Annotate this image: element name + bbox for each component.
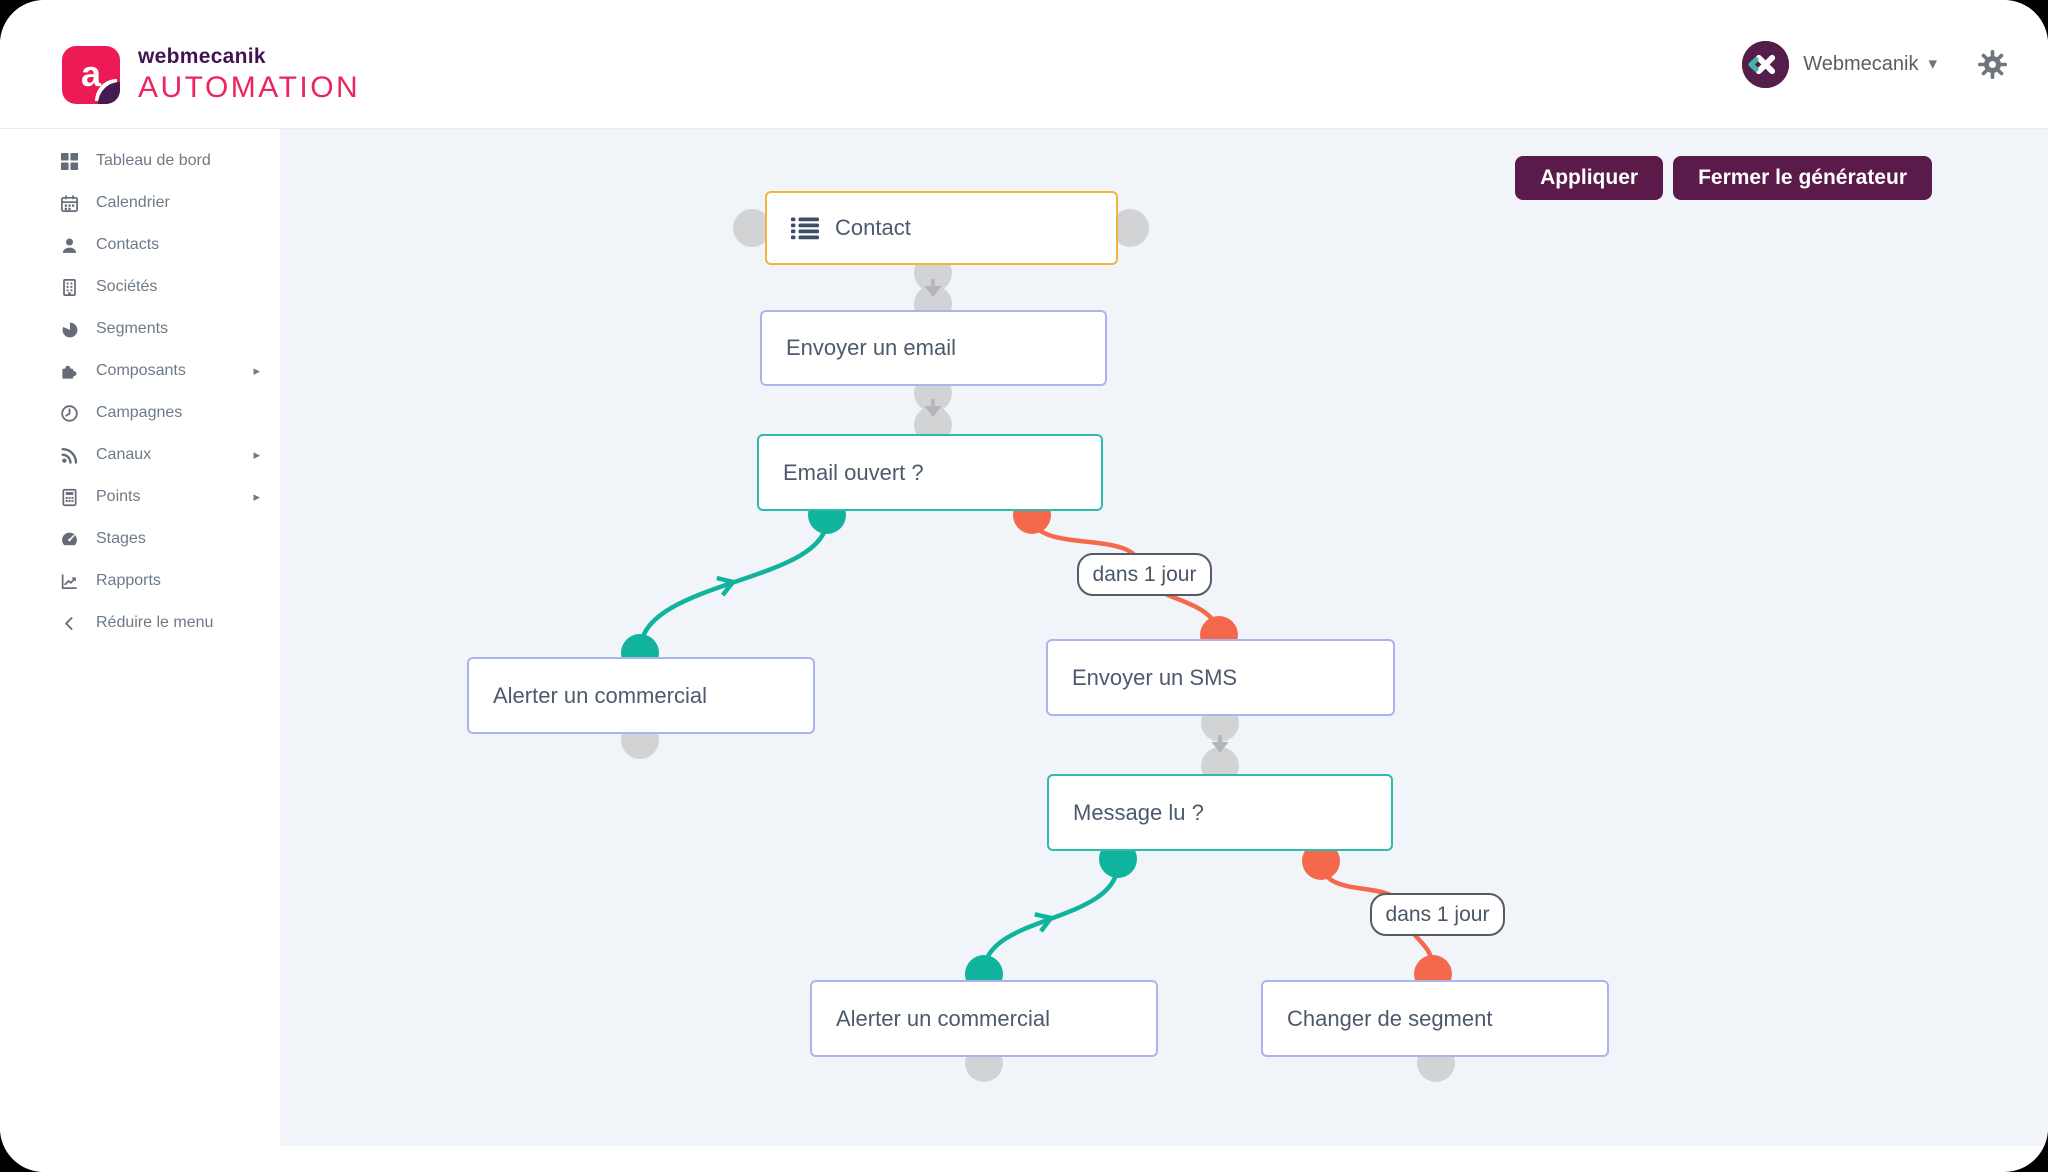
node-send-email[interactable]: Envoyer un email xyxy=(760,310,1107,386)
rss-icon xyxy=(59,445,79,465)
clock-icon xyxy=(59,403,79,423)
dashboard-icon xyxy=(59,151,79,171)
settings-gear-icon[interactable] xyxy=(1977,49,2008,80)
sidebar-item-label: Sociétés xyxy=(96,278,158,295)
node-label: Contact xyxy=(835,215,911,240)
sidebar-item-tableau-de-bord[interactable]: Tableau de bord xyxy=(0,140,280,182)
chart-line-icon xyxy=(59,571,79,591)
app-header: a webmecanik AUTOMATION Webmecanik ▾ xyxy=(0,0,2048,129)
chevron-right-icon: ▸ xyxy=(253,363,260,378)
brand-product: AUTOMATION xyxy=(138,71,361,104)
node-label: Envoyer un email xyxy=(786,335,956,360)
sidebar-item-label: Rapports xyxy=(96,572,161,589)
user-menu[interactable]: Webmecanik ▾ xyxy=(1742,40,1937,88)
sidebar-item-rapports[interactable]: Rapports xyxy=(0,560,280,602)
sidebar: Tableau de bord Calendrier Contacts Soci… xyxy=(0,129,280,1172)
node-label: Alerter un commercial xyxy=(836,1005,1050,1031)
edge-label-delay-1[interactable]: dans 1 jour xyxy=(1077,553,1212,596)
edge-label-text: dans 1 jour xyxy=(1385,902,1490,926)
sidebar-item-contacts[interactable]: Contacts xyxy=(0,224,280,266)
sidebar-item-campagnes[interactable]: Campagnes xyxy=(0,392,280,434)
sidebar-item-label: Stages xyxy=(96,530,146,547)
brand-logo-fold xyxy=(98,82,120,104)
building-icon xyxy=(59,277,79,297)
pie-chart-icon xyxy=(59,319,79,339)
sidebar-item-canaux[interactable]: Canaux ▸ xyxy=(0,434,280,476)
node-email-opened[interactable]: Email ouvert ? xyxy=(757,434,1103,511)
brand-logo-letter: a xyxy=(80,52,102,94)
sidebar-item-label: Tableau de bord xyxy=(96,152,211,169)
user-icon xyxy=(59,235,79,255)
node-alert-sales-1[interactable]: Alerter un commercial xyxy=(467,657,815,734)
node-message-read[interactable]: Message lu ? xyxy=(1047,774,1393,851)
node-alert-sales-2[interactable]: Alerter un commercial xyxy=(810,980,1158,1057)
brand-name: webmecanik xyxy=(138,45,266,68)
node-label: Alerter un commercial xyxy=(493,682,707,708)
node-label: Envoyer un SMS xyxy=(1072,664,1238,690)
sidebar-item-label: Segments xyxy=(96,320,169,337)
sidebar-item-stages[interactable]: Stages xyxy=(0,518,280,560)
brand-logo: a webmecanik AUTOMATION xyxy=(62,45,360,105)
campaign-canvas[interactable]: Appliquer Fermer le générateur Contact E… xyxy=(280,129,2048,1146)
webmecanik-mark-icon xyxy=(1742,40,1790,88)
apply-button[interactable]: Appliquer xyxy=(1515,156,1664,200)
node-contact[interactable]: Contact xyxy=(765,191,1118,265)
puzzle-icon xyxy=(59,361,79,381)
sidebar-collapse-label: Réduire le menu xyxy=(96,614,214,631)
sidebar-collapse-menu[interactable]: Réduire le menu xyxy=(0,602,280,644)
sidebar-item-composants[interactable]: Composants ▸ xyxy=(0,350,280,392)
flow-arrow-down xyxy=(924,279,1229,753)
yes-arrowheads xyxy=(716,575,1054,933)
sidebar-item-label: Campagnes xyxy=(96,404,183,421)
sidebar-item-label: Canaux xyxy=(96,446,152,463)
sidebar-item-segments[interactable]: Segments xyxy=(0,308,280,350)
node-label: Message lu ? xyxy=(1073,799,1204,825)
sidebar-item-points[interactable]: Points ▸ xyxy=(0,476,280,518)
chevron-right-icon: ▸ xyxy=(253,489,260,504)
node-send-sms[interactable]: Envoyer un SMS xyxy=(1046,639,1395,716)
brand-logo-mark: a xyxy=(62,46,120,104)
flow-connectors xyxy=(621,209,1455,1082)
anchor-message-read-no[interactable] xyxy=(1302,842,1340,880)
sidebar-item-label: Calendrier xyxy=(96,194,170,211)
chevron-right-icon: ▸ xyxy=(253,447,260,462)
anchor-contact-right[interactable] xyxy=(1111,209,1149,247)
sidebar-item-label: Contacts xyxy=(96,236,160,253)
anchor-contact-left[interactable] xyxy=(733,209,771,247)
edge-label-delay-2[interactable]: dans 1 jour xyxy=(1370,893,1505,936)
node-label: Email ouvert ? xyxy=(783,459,924,485)
sidebar-item-label: Points xyxy=(96,488,141,505)
close-builder-button[interactable]: Fermer le générateur xyxy=(1673,156,1932,200)
user-name: Webmecanik xyxy=(1803,52,1919,75)
chevron-left-icon xyxy=(59,613,79,633)
calendar-icon xyxy=(59,193,79,213)
gauge-icon xyxy=(59,529,79,549)
calculator-icon xyxy=(59,487,79,507)
sidebar-item-calendrier[interactable]: Calendrier xyxy=(0,182,280,224)
avatar xyxy=(1742,40,1790,88)
node-label: Changer de segment xyxy=(1287,1005,1493,1031)
list-icon xyxy=(791,217,819,240)
edge-email-opened-yes[interactable] xyxy=(637,516,830,654)
sidebar-item-label: Composants xyxy=(96,362,186,379)
chevron-down-icon: ▾ xyxy=(1928,54,1937,73)
edge-label-text: dans 1 jour xyxy=(1092,562,1197,586)
node-change-segment[interactable]: Changer de segment xyxy=(1261,980,1609,1057)
builder-toolbar: Appliquer Fermer le générateur xyxy=(1515,156,1932,200)
sidebar-item-societes[interactable]: Sociétés xyxy=(0,266,280,308)
